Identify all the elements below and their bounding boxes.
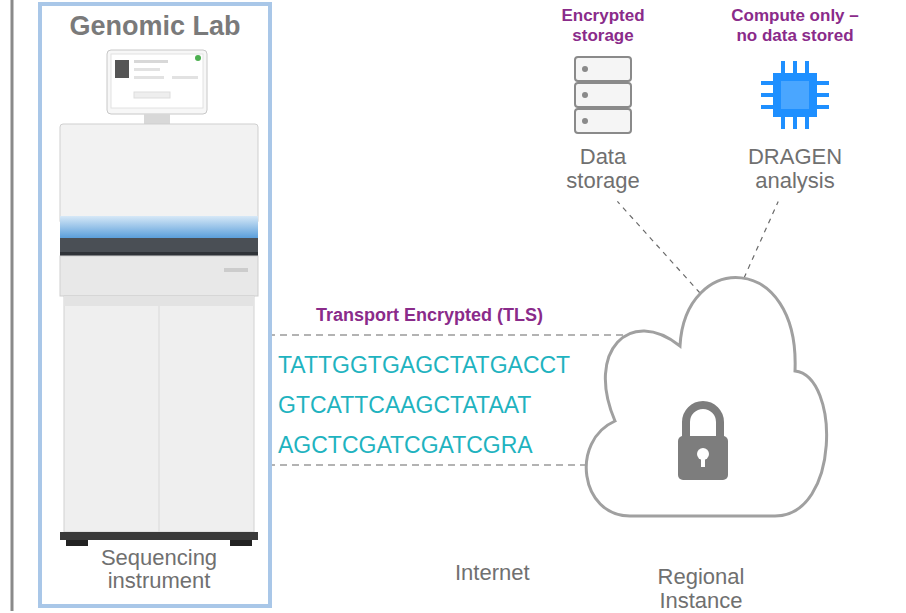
sequencer-illustration <box>52 46 266 546</box>
storage-node: Encrypted storageData storage <box>543 6 663 201</box>
cloud-node: Regional Instance <box>570 266 832 613</box>
node-heading: Compute only – no data stored <box>725 6 865 45</box>
instrument-caption: Sequencing instrument <box>74 546 244 592</box>
leader-line <box>617 201 700 293</box>
channel-line <box>268 464 600 466</box>
server-icon <box>543 45 663 145</box>
node-label: DRAGEN analysis <box>725 145 865 193</box>
leader-line <box>744 201 778 278</box>
lab-region: Sequencing instrument Genomic Lab <box>38 2 272 608</box>
edge-label: Transport Encrypted (TLS) <box>314 305 545 327</box>
sequence-text: TATTGGTGAGCTATGACCT <box>278 352 570 379</box>
divider-line <box>11 0 14 611</box>
cloud-outline <box>570 266 832 522</box>
compute-node: Compute only – no data storedDRAGEN anal… <box>725 6 865 201</box>
sequence-text: GTCATTCAAGCTATAAT <box>278 392 531 419</box>
instrument-node: Sequencing instrument <box>50 46 268 602</box>
transport-line <box>268 334 632 336</box>
region-title: Genomic Lab <box>42 12 268 42</box>
chip-icon <box>725 45 865 145</box>
node-label: Data storage <box>543 145 663 193</box>
sequence-text: AGCTCGATCGATCGRA <box>278 432 533 459</box>
node-heading: Encrypted storage <box>543 6 663 45</box>
cloud-label: Regional Instance <box>626 565 776 613</box>
network-label: Internet <box>455 560 530 586</box>
